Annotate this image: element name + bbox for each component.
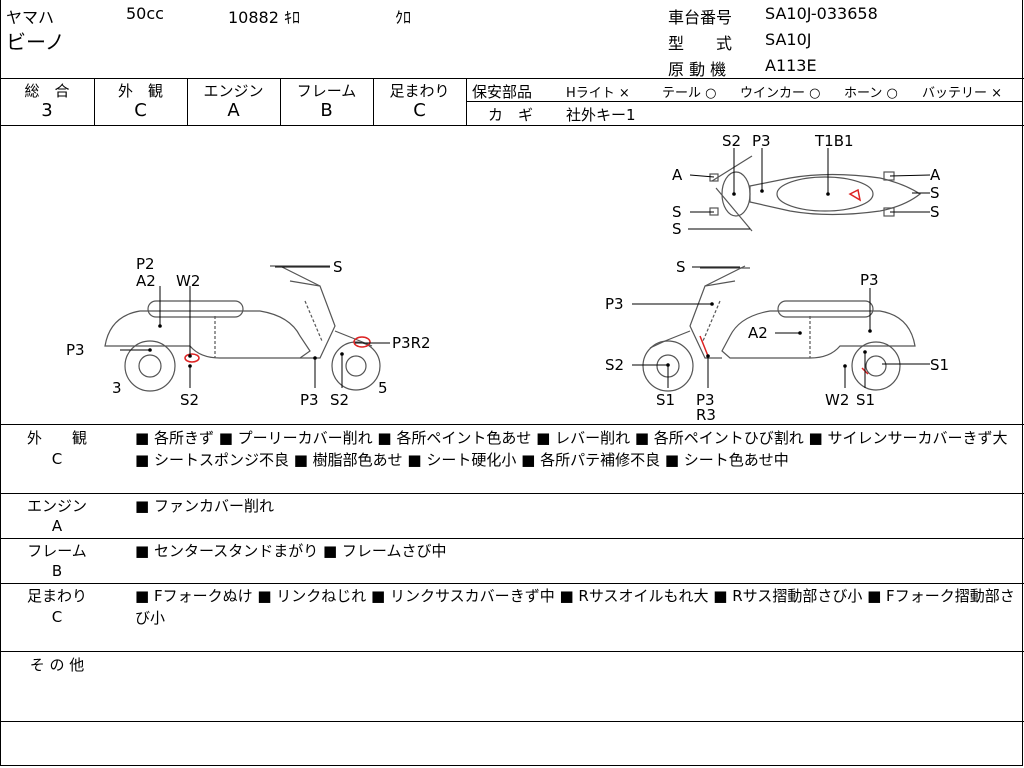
label: A2 <box>748 324 768 342</box>
label: A2 <box>136 272 156 290</box>
engine: A113E <box>765 56 817 75</box>
suspension-grade-label: 足まわり <box>389 82 450 100</box>
exterior-notes: ■ 各所きず ■ プーリーカバー削れ ■ 各所ペイント色あせ ■ レバー削れ ■… <box>135 429 1008 469</box>
frame-section-label: フレーム <box>27 542 87 560</box>
damage-marks <box>184 188 869 375</box>
divider <box>0 721 1024 722</box>
total-label: 総 合 <box>24 82 70 100</box>
mileage: 10882 ｷﾛ <box>228 8 300 27</box>
label: 5 <box>378 379 388 397</box>
label: S2 <box>722 132 741 150</box>
frame-grade-label: フレーム <box>296 82 357 100</box>
label: 3 <box>112 379 122 397</box>
color: ｸﾛ <box>395 8 412 27</box>
exterior-grade: C <box>134 100 147 121</box>
type: SA10J <box>765 30 812 49</box>
headlight-status: Hライト × <box>566 86 630 101</box>
leader-dots <box>148 189 872 368</box>
suspension-section-label: 足まわり <box>26 587 87 605</box>
divider <box>187 78 188 125</box>
battery-status: バッテリー × <box>922 86 1003 101</box>
divider <box>466 78 467 125</box>
divider <box>0 78 1024 79</box>
label: S2 <box>180 391 199 409</box>
key-label: カ ギ <box>488 106 534 124</box>
model-name: ビーノ <box>6 30 65 54</box>
divider <box>467 101 1023 102</box>
suspension-notes: ■ Fフォークぬけ ■ リンクねじれ ■ リンクサスカバーきず中 ■ Rサスオイ… <box>135 587 1015 627</box>
divider <box>0 651 1024 652</box>
damage-diagram: S2 P3 T1B1 A A S S S S P2 A2 W2 S P3 P3R… <box>66 132 949 424</box>
exterior-section-grade: C <box>51 450 63 468</box>
label: W2 <box>825 391 849 409</box>
label: P3 <box>752 132 771 150</box>
total-grade: 3 <box>41 100 53 121</box>
label: S <box>676 258 686 276</box>
label: P3 <box>605 295 624 313</box>
label: P3 <box>860 271 879 289</box>
divider <box>0 493 1024 494</box>
maker: ヤマハ <box>6 8 55 27</box>
right-view-scooter <box>642 265 916 392</box>
leader-lines <box>120 148 931 388</box>
divider <box>280 78 281 125</box>
label: S <box>672 203 682 221</box>
label: S1 <box>856 391 875 409</box>
divider <box>94 78 95 125</box>
parts-label: 保安部品 <box>472 83 533 101</box>
label: S <box>333 258 343 276</box>
top-view-scooter <box>709 155 922 232</box>
frame-no: SA10J-033658 <box>765 4 878 23</box>
label: W2 <box>176 272 200 290</box>
label: S <box>672 220 682 238</box>
horn-status: ホーン ○ <box>844 86 898 101</box>
divider <box>0 583 1024 584</box>
divider <box>0 538 1024 539</box>
frame-notes: ■ センタースタンドまがり ■ フレームさび中 <box>135 542 447 560</box>
engine-notes: ■ ファンカバー削れ <box>135 497 274 515</box>
other-section-label: そ の 他 <box>29 656 85 674</box>
engine-label: 原 動 機 <box>668 60 727 79</box>
label: P3 <box>66 341 85 359</box>
label: P3 <box>300 391 319 409</box>
divider <box>0 125 1024 126</box>
engine-grade-label: エンジン <box>203 82 264 100</box>
key-value: 社外キー1 <box>566 106 636 124</box>
engine-section-grade: A <box>51 517 63 535</box>
displacement: 50cc <box>126 4 164 23</box>
label: S <box>930 203 940 221</box>
suspension-section-grade: C <box>51 608 63 626</box>
label: P2 <box>136 255 155 273</box>
label: A <box>930 166 941 184</box>
suspension-grade: C <box>413 100 426 121</box>
label: A <box>672 166 683 184</box>
label: P3R2 <box>392 334 431 352</box>
label: S1 <box>656 391 675 409</box>
engine-section-label: エンジン <box>26 497 87 515</box>
winker-status: ウインカー ○ <box>740 86 821 101</box>
label: S2 <box>605 356 624 374</box>
frame-no-label: 車台番号 <box>668 8 733 27</box>
type-label: 型 式 <box>668 34 733 53</box>
label: T1B1 <box>814 132 854 150</box>
exterior-section-label: 外 観 <box>26 429 87 447</box>
label: P3 <box>696 391 715 409</box>
frame-grade: B <box>320 100 333 121</box>
divider <box>373 78 374 125</box>
label: S <box>930 184 940 202</box>
frame-section-grade: B <box>51 562 63 580</box>
label: R3 <box>696 406 716 424</box>
divider <box>0 424 1024 425</box>
diagram-labels: S2 P3 T1B1 A A S S S S P2 A2 W2 S P3 P3R… <box>66 132 949 424</box>
tail-status: テール ○ <box>662 86 717 101</box>
left-view-scooter <box>104 265 381 392</box>
engine-grade: A <box>227 100 240 121</box>
label: S2 <box>330 391 349 409</box>
exterior-label: 外 観 <box>117 82 163 100</box>
label: S1 <box>930 356 949 374</box>
